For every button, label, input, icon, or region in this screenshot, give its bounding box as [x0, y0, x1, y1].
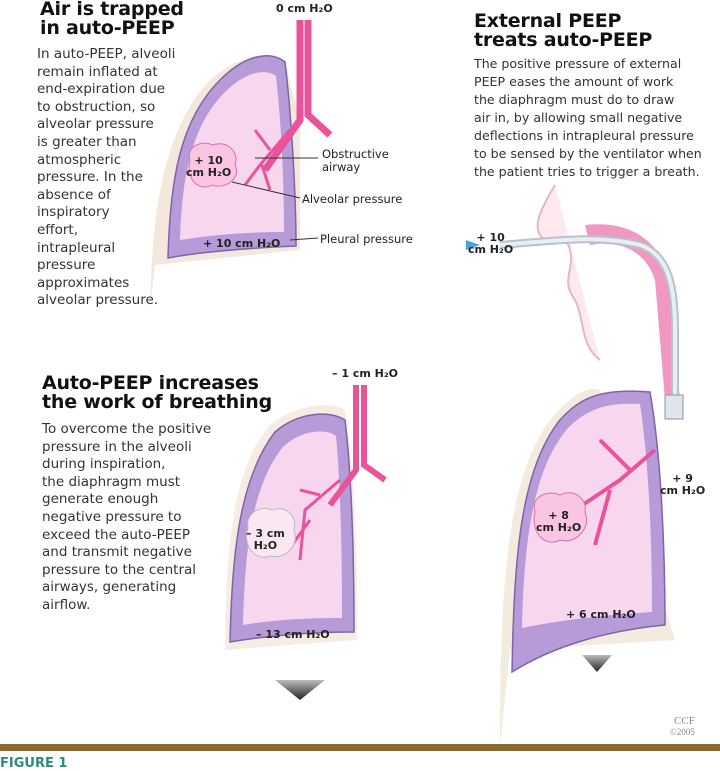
title-line: External PEEP — [474, 10, 622, 32]
airway-pressure-value: + 9 cm H₂O — [660, 473, 705, 497]
lung-diagram-external — [500, 388, 675, 745]
body-line: the diaphragm must do to draw — [474, 92, 675, 107]
figure-label: FIGURE 1 — [0, 756, 68, 771]
body-line: airways, generating — [42, 579, 177, 596]
value-line: H₂O — [253, 539, 278, 552]
credit-line: ©2005 — [670, 727, 695, 737]
alveolar-pressure-value: + 8 cm H₂O — [536, 510, 581, 534]
body-line: PEEP eases the amount of work — [474, 74, 674, 89]
alveolar-pressure-value: + 10 cm H₂O — [186, 155, 231, 179]
title-line: Auto-PEEP increases — [42, 372, 259, 394]
body-line: intrapleural — [37, 239, 116, 256]
ventilator-pressure-value: + 10 cm H₂O — [468, 232, 513, 256]
title-line: the work of breathing — [42, 391, 272, 413]
title-line: in auto-PEEP — [40, 17, 175, 39]
down-arrow-icon — [582, 655, 612, 672]
body-line: alveolar pressure — [37, 116, 154, 133]
external-title: External PEEP treats auto-PEEP — [474, 12, 652, 50]
pleural-pressure-value: – 13 cm H₂O — [256, 628, 330, 641]
value-line: + 8 — [548, 509, 569, 522]
pleural-pressure-label: Pleural pressure — [320, 232, 413, 246]
body-line: The positive pressure of external — [474, 56, 682, 71]
body-line: atmospheric — [37, 151, 122, 168]
body-line: pressure in the alveoli — [42, 438, 192, 455]
body-line: pressure. In the — [37, 169, 143, 186]
value-line: + 10 — [476, 231, 505, 244]
lung-diagram-trapped — [150, 20, 333, 310]
body-line: and transmit negative — [42, 544, 192, 561]
external-body: The positive pressure of external PEEP e… — [474, 55, 702, 181]
body-line: In auto-PEEP, alveoli — [37, 46, 176, 62]
body-line: is greater than — [37, 133, 137, 150]
body-line: pressure to the central — [42, 561, 197, 578]
body-line: air in, by allowing small negative — [474, 110, 683, 125]
pleural-pressure-value: + 6 cm H₂O — [566, 608, 636, 621]
body-line: remain inflated at — [37, 63, 158, 80]
trapped-title: Air is trapped in auto-PEEP — [40, 0, 184, 38]
body-line: airflow. — [42, 596, 91, 613]
body-line: the diaphragm must — [42, 473, 181, 490]
copyright-credit: CCF ©2005 — [670, 716, 695, 738]
alveolar-pressure-label: Alveolar pressure — [302, 192, 403, 206]
body-line: the patient tries to trigger a breath. — [474, 164, 700, 179]
airway-pressure-label: – 1 cm H₂O — [332, 367, 398, 380]
value-line: cm H₂O — [660, 484, 706, 497]
body-line: exceed the auto-PEEP — [42, 526, 191, 543]
body-line: generate enough — [42, 491, 159, 508]
body-line: effort, — [37, 221, 79, 238]
value-line: + 9 — [672, 472, 693, 485]
body-line: absence of — [37, 186, 111, 203]
alveolar-pressure-value: – 3 cm H₂O — [246, 528, 285, 552]
body-line: inspiratory — [37, 204, 110, 221]
body-line: during inspiration, — [42, 456, 166, 473]
value-line: – 3 cm — [246, 527, 285, 540]
airway-pressure-label: 0 cm H₂O — [276, 2, 333, 15]
body-line: to be sensed by the ventilator when — [474, 146, 702, 161]
label-line: airway — [322, 160, 361, 174]
body-line: pressure — [37, 257, 96, 274]
down-arrow-icon — [275, 680, 325, 700]
body-line: to obstruction, so — [37, 98, 156, 115]
patient-head-ventilator-tube — [466, 184, 684, 420]
work-body: To overcome the positive pressure in the… — [42, 421, 211, 615]
title-line: treats auto-PEEP — [474, 29, 653, 51]
lung-diagram-work — [225, 385, 387, 700]
label-line: Obstructive — [322, 147, 389, 161]
pleural-pressure-value: + 10 cm H₂O — [203, 237, 281, 250]
trapped-body: In auto-PEEP, alveoli remain inflated at… — [37, 46, 175, 310]
value-line: cm H₂O — [468, 243, 514, 256]
value-line: cm H₂O — [186, 166, 232, 179]
body-line: end-expiration due — [37, 81, 166, 98]
value-line: cm H₂O — [536, 521, 582, 534]
body-line: To overcome the positive — [42, 421, 212, 437]
body-line: negative pressure to — [42, 508, 182, 525]
obstructive-airway-label: Obstructive airway — [322, 148, 389, 174]
title-line: Air is trapped — [40, 0, 184, 20]
divider-rule — [0, 744, 720, 751]
value-line: + 10 — [194, 154, 223, 167]
credit-line: CCF — [674, 715, 695, 727]
work-title: Auto-PEEP increases the work of breathin… — [42, 374, 272, 412]
body-line: alveolar pressure. — [37, 292, 159, 309]
body-line: approximates — [37, 274, 130, 291]
body-line: deflections in intrapleural pressure — [474, 128, 694, 143]
